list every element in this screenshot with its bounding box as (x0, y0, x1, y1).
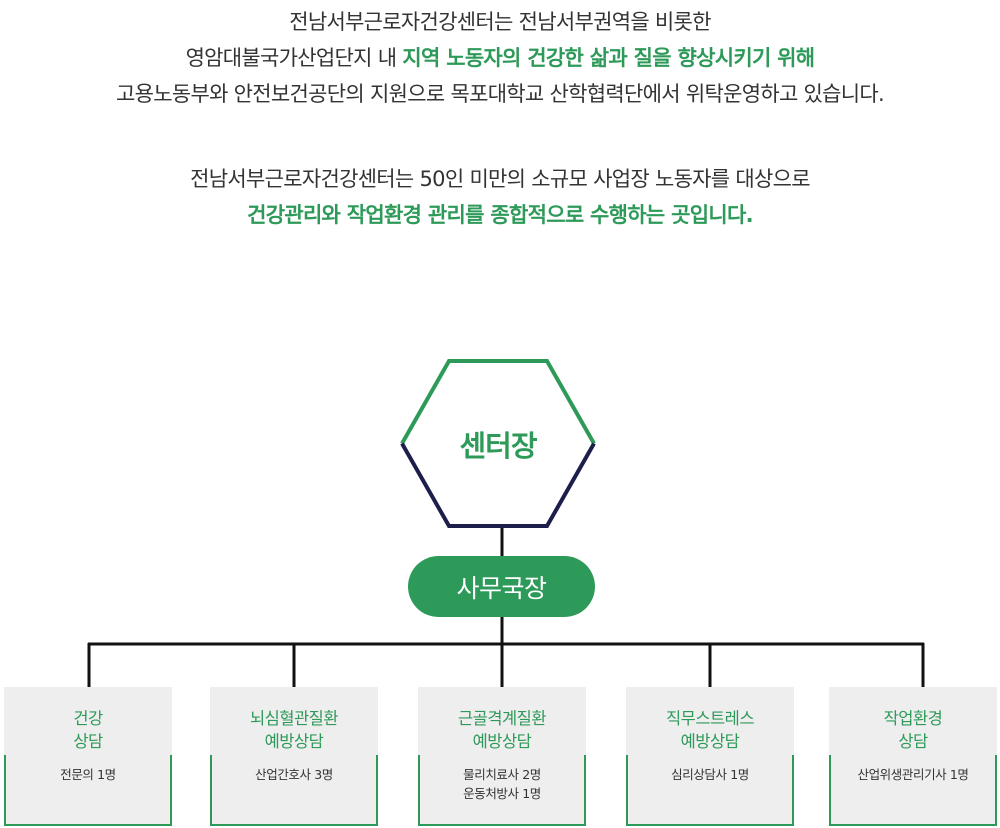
dept-title: 근골격계질환 예방상담 (418, 707, 586, 753)
dept-musculoskeletal-consult: 근골격계질환 예방상담 물리치료사 2명 운동처방사 1명 (418, 687, 586, 826)
dept-staff: 심리상담사 1명 (626, 765, 794, 784)
dept-frame (829, 755, 997, 826)
dept-title-line: 작업환경 (883, 709, 943, 728)
dept-staff-line: 물리치료사 2명 (463, 767, 541, 782)
dept-staff: 산업위생관리기사 1명 (829, 765, 997, 784)
dept-frame (4, 755, 172, 826)
dept-frame (626, 755, 794, 826)
intro-line-2: 영암대불국가산업단지 내 지역 노동자의 건강한 삶과 질을 향상시키기 위해 (0, 40, 1000, 76)
dept-title-line: 직무스트레스 (665, 709, 755, 728)
dept-staff-line: 운동처방사 1명 (463, 786, 541, 801)
intro-line-2-highlight: 지역 노동자의 건강한 삶과 질을 향상시키기 위해 (402, 46, 815, 70)
dept-work-environment-consult: 작업환경 상담 산업위생관리기사 1명 (829, 687, 997, 826)
dept-title-line: 예방상담 (680, 732, 740, 751)
hexagon-shape (400, 359, 596, 528)
dept-frame (210, 755, 378, 826)
secretary-label: 사무국장 (456, 573, 547, 603)
dept-title-line: 근골격계질환 (457, 709, 547, 728)
dept-staff-line: 전문의 1명 (60, 767, 116, 782)
intro-line-2-plain: 영암대불국가산업단지 내 (185, 46, 403, 70)
dept-title: 건강 상담 (4, 707, 172, 753)
dept-staff-line: 산업위생관리기사 1명 (857, 767, 969, 782)
intro-line-4: 전남서부근로자건강센터는 50인 미만의 소규모 사업장 노동자를 대상으로 (190, 167, 810, 191)
dept-staff: 전문의 1명 (4, 765, 172, 784)
dept-title-line: 예방상담 (472, 732, 532, 751)
dept-staff-line: 심리상담사 1명 (671, 767, 749, 782)
dept-title-line: 상담 (73, 732, 103, 751)
director-label: 센터장 (459, 428, 537, 463)
intro-line-1: 전남서부근로자건강센터는 전남서부권역을 비롯한 (289, 10, 711, 34)
dept-cardio-consult: 뇌심혈관질환 예방상담 산업간호사 3명 (210, 687, 378, 826)
dept-title-line: 상담 (898, 732, 928, 751)
dept-title-line: 뇌심혈관질환 (249, 709, 339, 728)
dept-staff: 물리치료사 2명 운동처방사 1명 (418, 765, 586, 803)
director-node: 센터장 (398, 357, 598, 530)
dept-title: 뇌심혈관질환 예방상담 (210, 707, 378, 753)
dept-title-line: 건강 (73, 709, 103, 728)
dept-frame (418, 755, 586, 826)
dept-title: 직무스트레스 예방상담 (626, 707, 794, 753)
secretary-node: 사무국장 (408, 556, 595, 617)
dept-title: 작업환경 상담 (829, 707, 997, 753)
intro-text: 전남서부근로자건강센터는 전남서부권역을 비롯한 영암대불국가산업단지 내 지역… (0, 0, 1000, 233)
dept-health-consult: 건강 상담 전문의 1명 (4, 687, 172, 826)
intro-line-3: 고용노동부와 안전보건공단의 지원으로 목포대학교 산학협력단에서 위탁운영하고… (115, 82, 885, 106)
intro-line-5: 건강관리와 작업환경 관리를 종합적으로 수행하는 곳입니다. (247, 203, 754, 227)
dept-title-line: 예방상담 (264, 732, 324, 751)
dept-staff-line: 산업간호사 3명 (255, 767, 333, 782)
dept-stress-consult: 직무스트레스 예방상담 심리상담사 1명 (626, 687, 794, 826)
dept-staff: 산업간호사 3명 (210, 765, 378, 784)
